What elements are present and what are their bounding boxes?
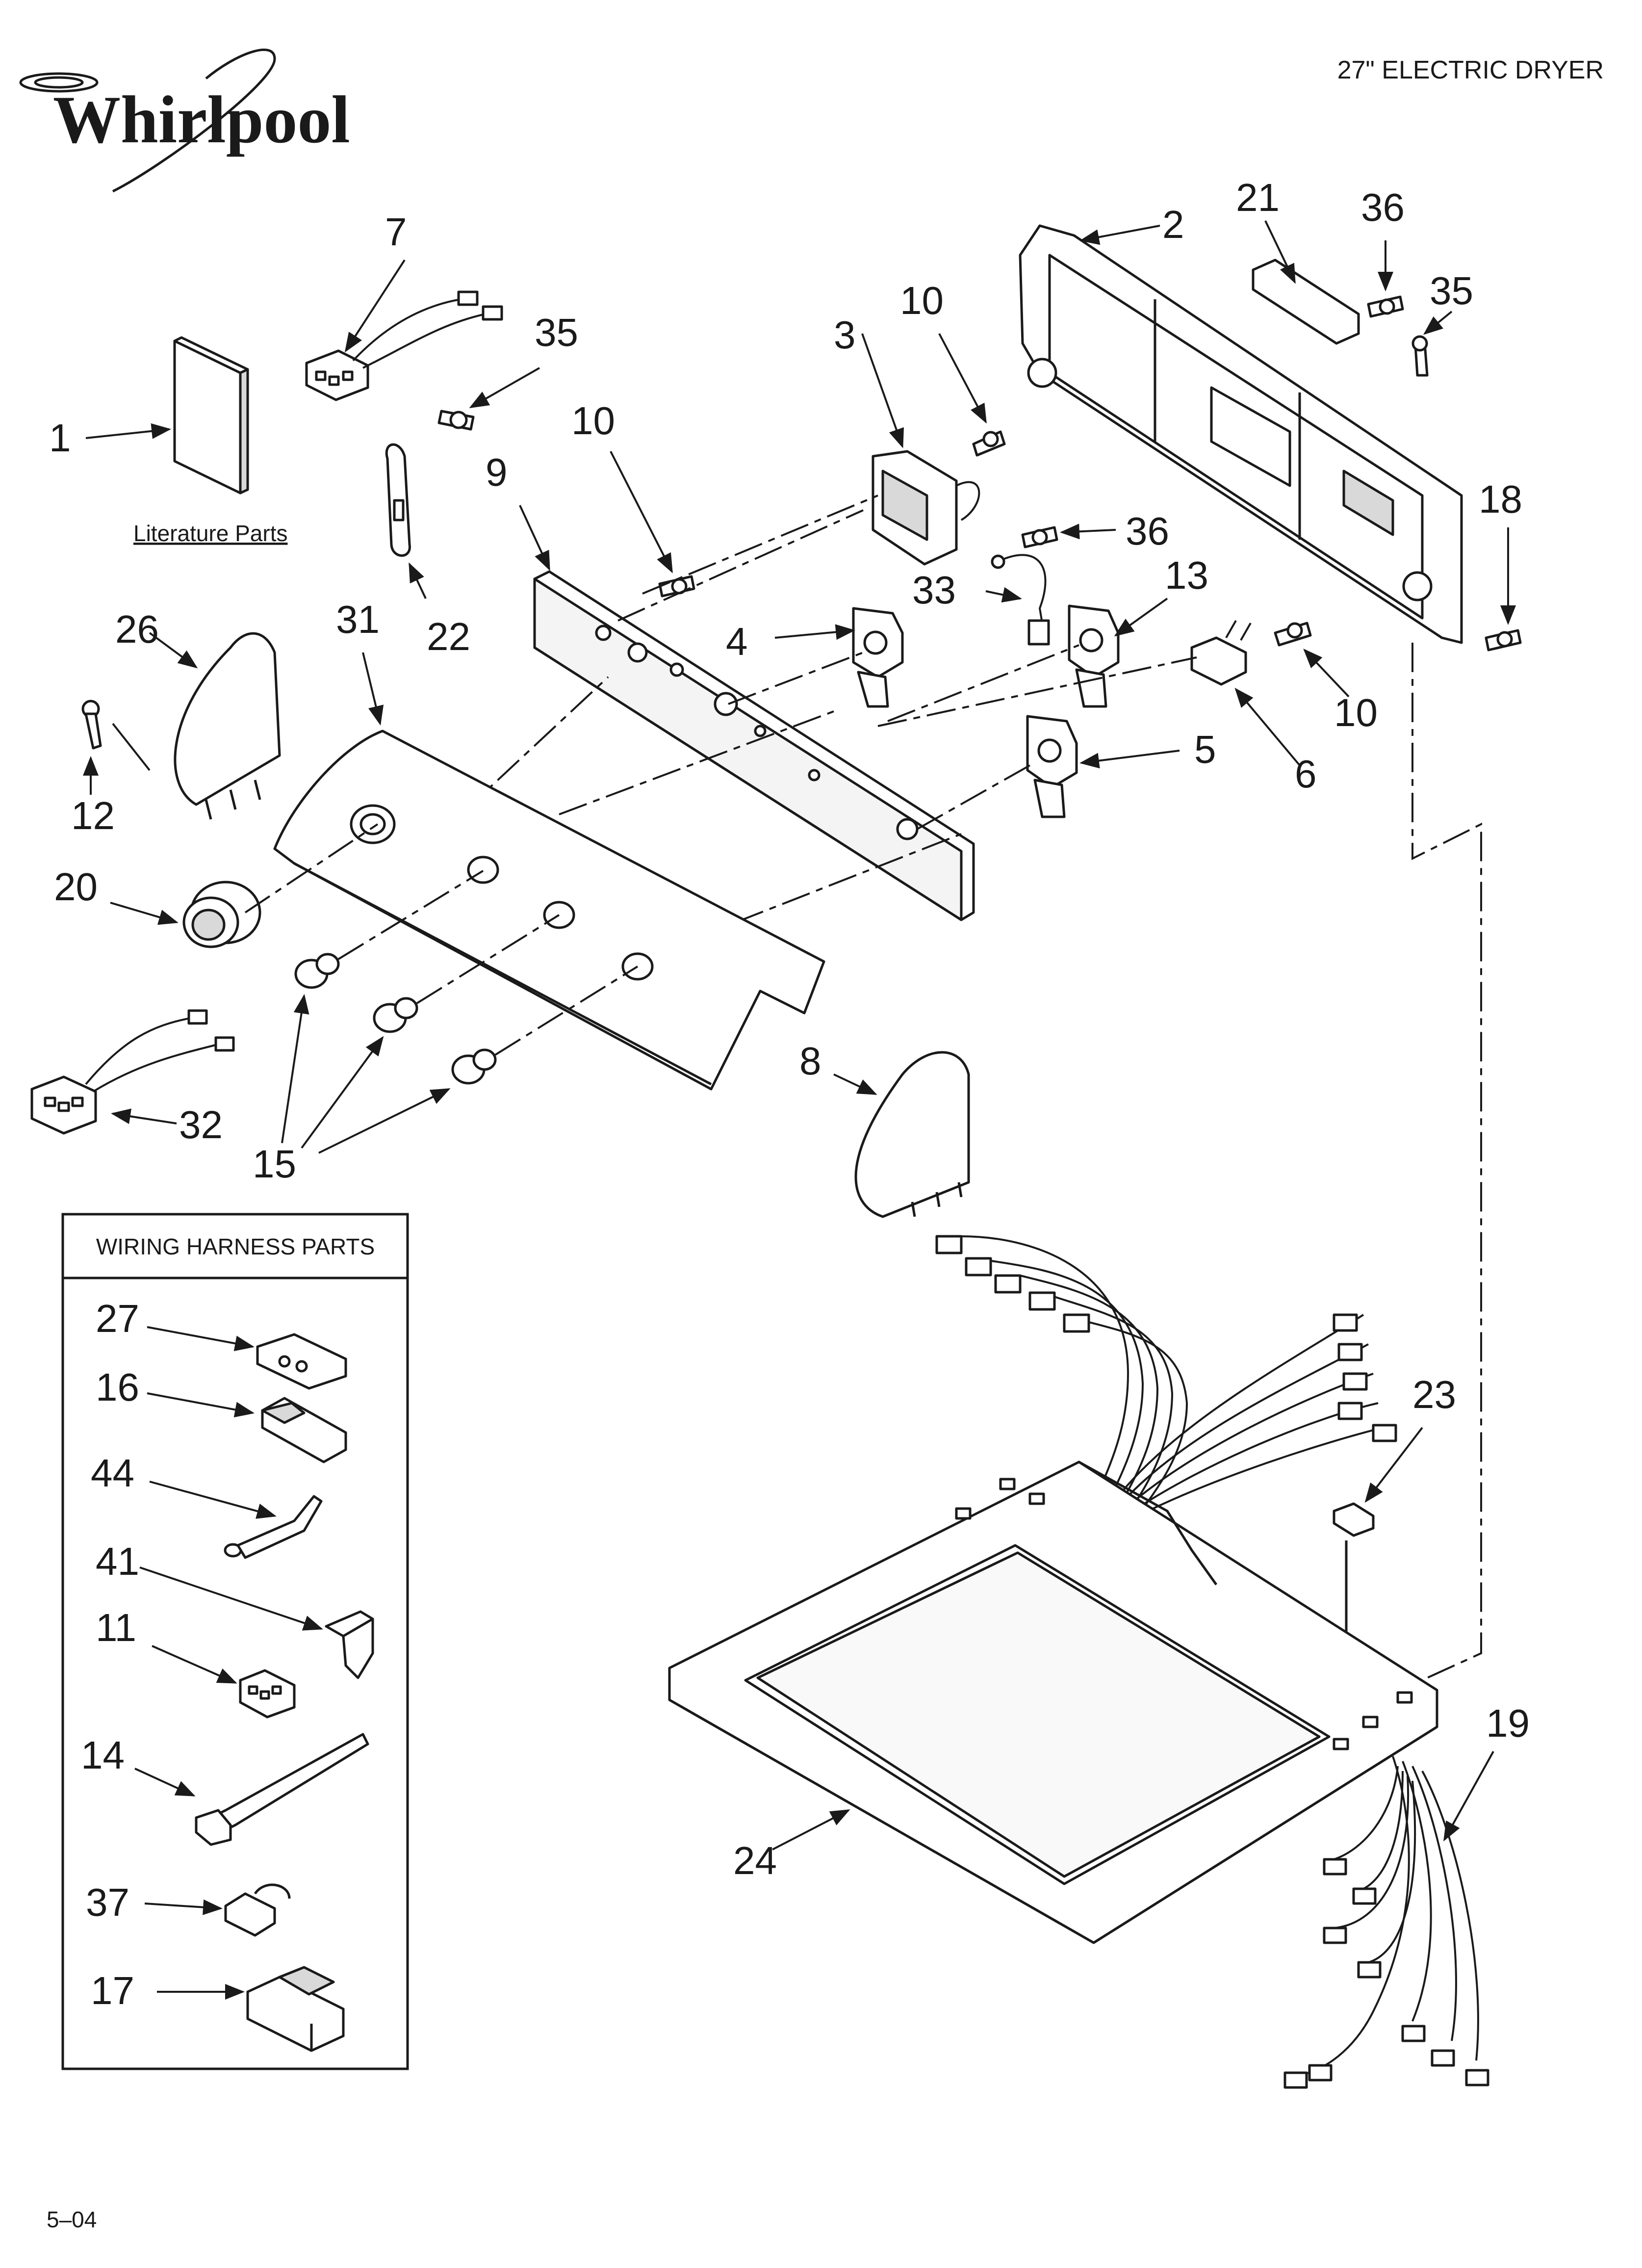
harness-num-17: 17 (91, 1969, 134, 2012)
part-22-clip (385, 443, 411, 557)
part-33-wire-lead (991, 554, 1050, 646)
callout-22: 22 (427, 615, 470, 658)
callout-20: 20 (54, 865, 98, 909)
callout-10-right: 10 (1334, 691, 1378, 734)
harness-num-37: 37 (86, 1880, 129, 1924)
harness-num-27: 27 (96, 1297, 139, 1340)
part-21-plate (1252, 259, 1360, 345)
align-line-2 (617, 509, 864, 622)
part-18-screw (1485, 629, 1522, 652)
callout-36-mid: 36 (1126, 509, 1169, 553)
callout-13: 13 (1165, 553, 1208, 597)
part-15-knob-3 (451, 1048, 497, 1085)
callout-33: 33 (912, 568, 956, 612)
callout-1: 1 (49, 416, 71, 460)
part-20-selector-knob (182, 881, 261, 948)
callout-19: 19 (1486, 1701, 1530, 1745)
part-32-harness (30, 1009, 235, 1135)
part-10-screw-top (972, 430, 1006, 457)
harness-num-16: 16 (96, 1365, 139, 1409)
callout-18: 18 (1479, 477, 1522, 521)
align-line-6 (460, 676, 609, 815)
callout-23: 23 (1412, 1373, 1456, 1416)
part-3-timer (872, 450, 980, 566)
part-9-console-rail (533, 570, 975, 921)
part-4-switch (852, 607, 904, 708)
part-5-switch (1026, 715, 1078, 818)
callout-35-right: 35 (1430, 269, 1473, 313)
align-line-9 (877, 656, 1197, 727)
part-31-console-panel (273, 730, 825, 1091)
align-line-1 (642, 495, 878, 595)
part-16-housing (261, 1397, 347, 1463)
callout-5: 5 (1194, 728, 1216, 771)
callout-15: 15 (253, 1142, 296, 1186)
part-8-end-cap (854, 1051, 970, 1218)
callout-4: 4 (726, 620, 748, 663)
harness-box-title: WIRING HARNESS PARTS (96, 1234, 375, 1259)
part-15-knob-1 (294, 953, 340, 989)
callout-26: 26 (115, 607, 159, 651)
callout-9: 9 (486, 450, 508, 494)
part-15-knob-2 (373, 997, 418, 1033)
callout-3: 3 (834, 313, 856, 357)
callout-10-center: 10 (571, 399, 615, 443)
callout-2: 2 (1162, 203, 1184, 246)
page-code: 5–04 (47, 2207, 97, 2232)
part-13-switch (1068, 604, 1120, 708)
part-10-screw-center (658, 575, 695, 598)
callout-35-left: 35 (535, 311, 578, 354)
part-41-clip (325, 1610, 374, 1679)
align-line-5 (917, 764, 1030, 830)
part-literature-book (173, 336, 249, 495)
harness-num-11: 11 (96, 1606, 136, 1649)
harness-num-41: 41 (96, 1539, 139, 1583)
part-12-screw (81, 700, 102, 750)
callout-6: 6 (1295, 752, 1317, 796)
whirlpool-logo: Whirlpool (19, 48, 350, 193)
align-line-3 (728, 652, 864, 705)
part-27-connector (256, 1333, 347, 1390)
part-44-terminal (224, 1495, 323, 1559)
part-7-harness (305, 290, 503, 401)
callout-10-top: 10 (900, 279, 944, 322)
part-10-screw-right (1274, 622, 1312, 647)
part-37-connector (224, 1883, 291, 1937)
callout-21: 21 (1236, 176, 1280, 219)
callout-7: 7 (385, 210, 407, 254)
callout-36-top: 36 (1361, 185, 1405, 229)
part-6-terminal-block (1190, 620, 1252, 686)
callout-12: 12 (71, 794, 115, 837)
part-17-housing (246, 1966, 345, 2052)
align-line-ground (1373, 643, 1482, 1703)
callout-24: 24 (733, 1839, 777, 1882)
part-24-top-panel (668, 1460, 1438, 1944)
part-35-screw-right (1411, 335, 1429, 377)
brand-logo-text: Whirlpool (53, 82, 350, 157)
model-title: 27" ELECTRIC DRYER (1337, 56, 1604, 84)
part-35-screw-left (437, 410, 475, 431)
literature-parts-label: Literature Parts (133, 521, 287, 546)
callout-8: 8 (799, 1039, 821, 1083)
part-14-cable-tie (195, 1733, 369, 1846)
align-line-8 (735, 833, 962, 923)
align-line-4 (887, 644, 1079, 722)
part-36-screw-mid (1021, 526, 1058, 548)
harness-num-44: 44 (91, 1451, 134, 1495)
part-11-connector (239, 1669, 296, 1719)
callout-31: 31 (336, 598, 380, 641)
callout-32: 32 (179, 1103, 223, 1147)
part-26-end-cap (174, 632, 281, 820)
part-2-rear-panel (1019, 224, 1463, 644)
harness-num-14: 14 (81, 1733, 125, 1777)
part-36-screw-top (1367, 295, 1404, 318)
